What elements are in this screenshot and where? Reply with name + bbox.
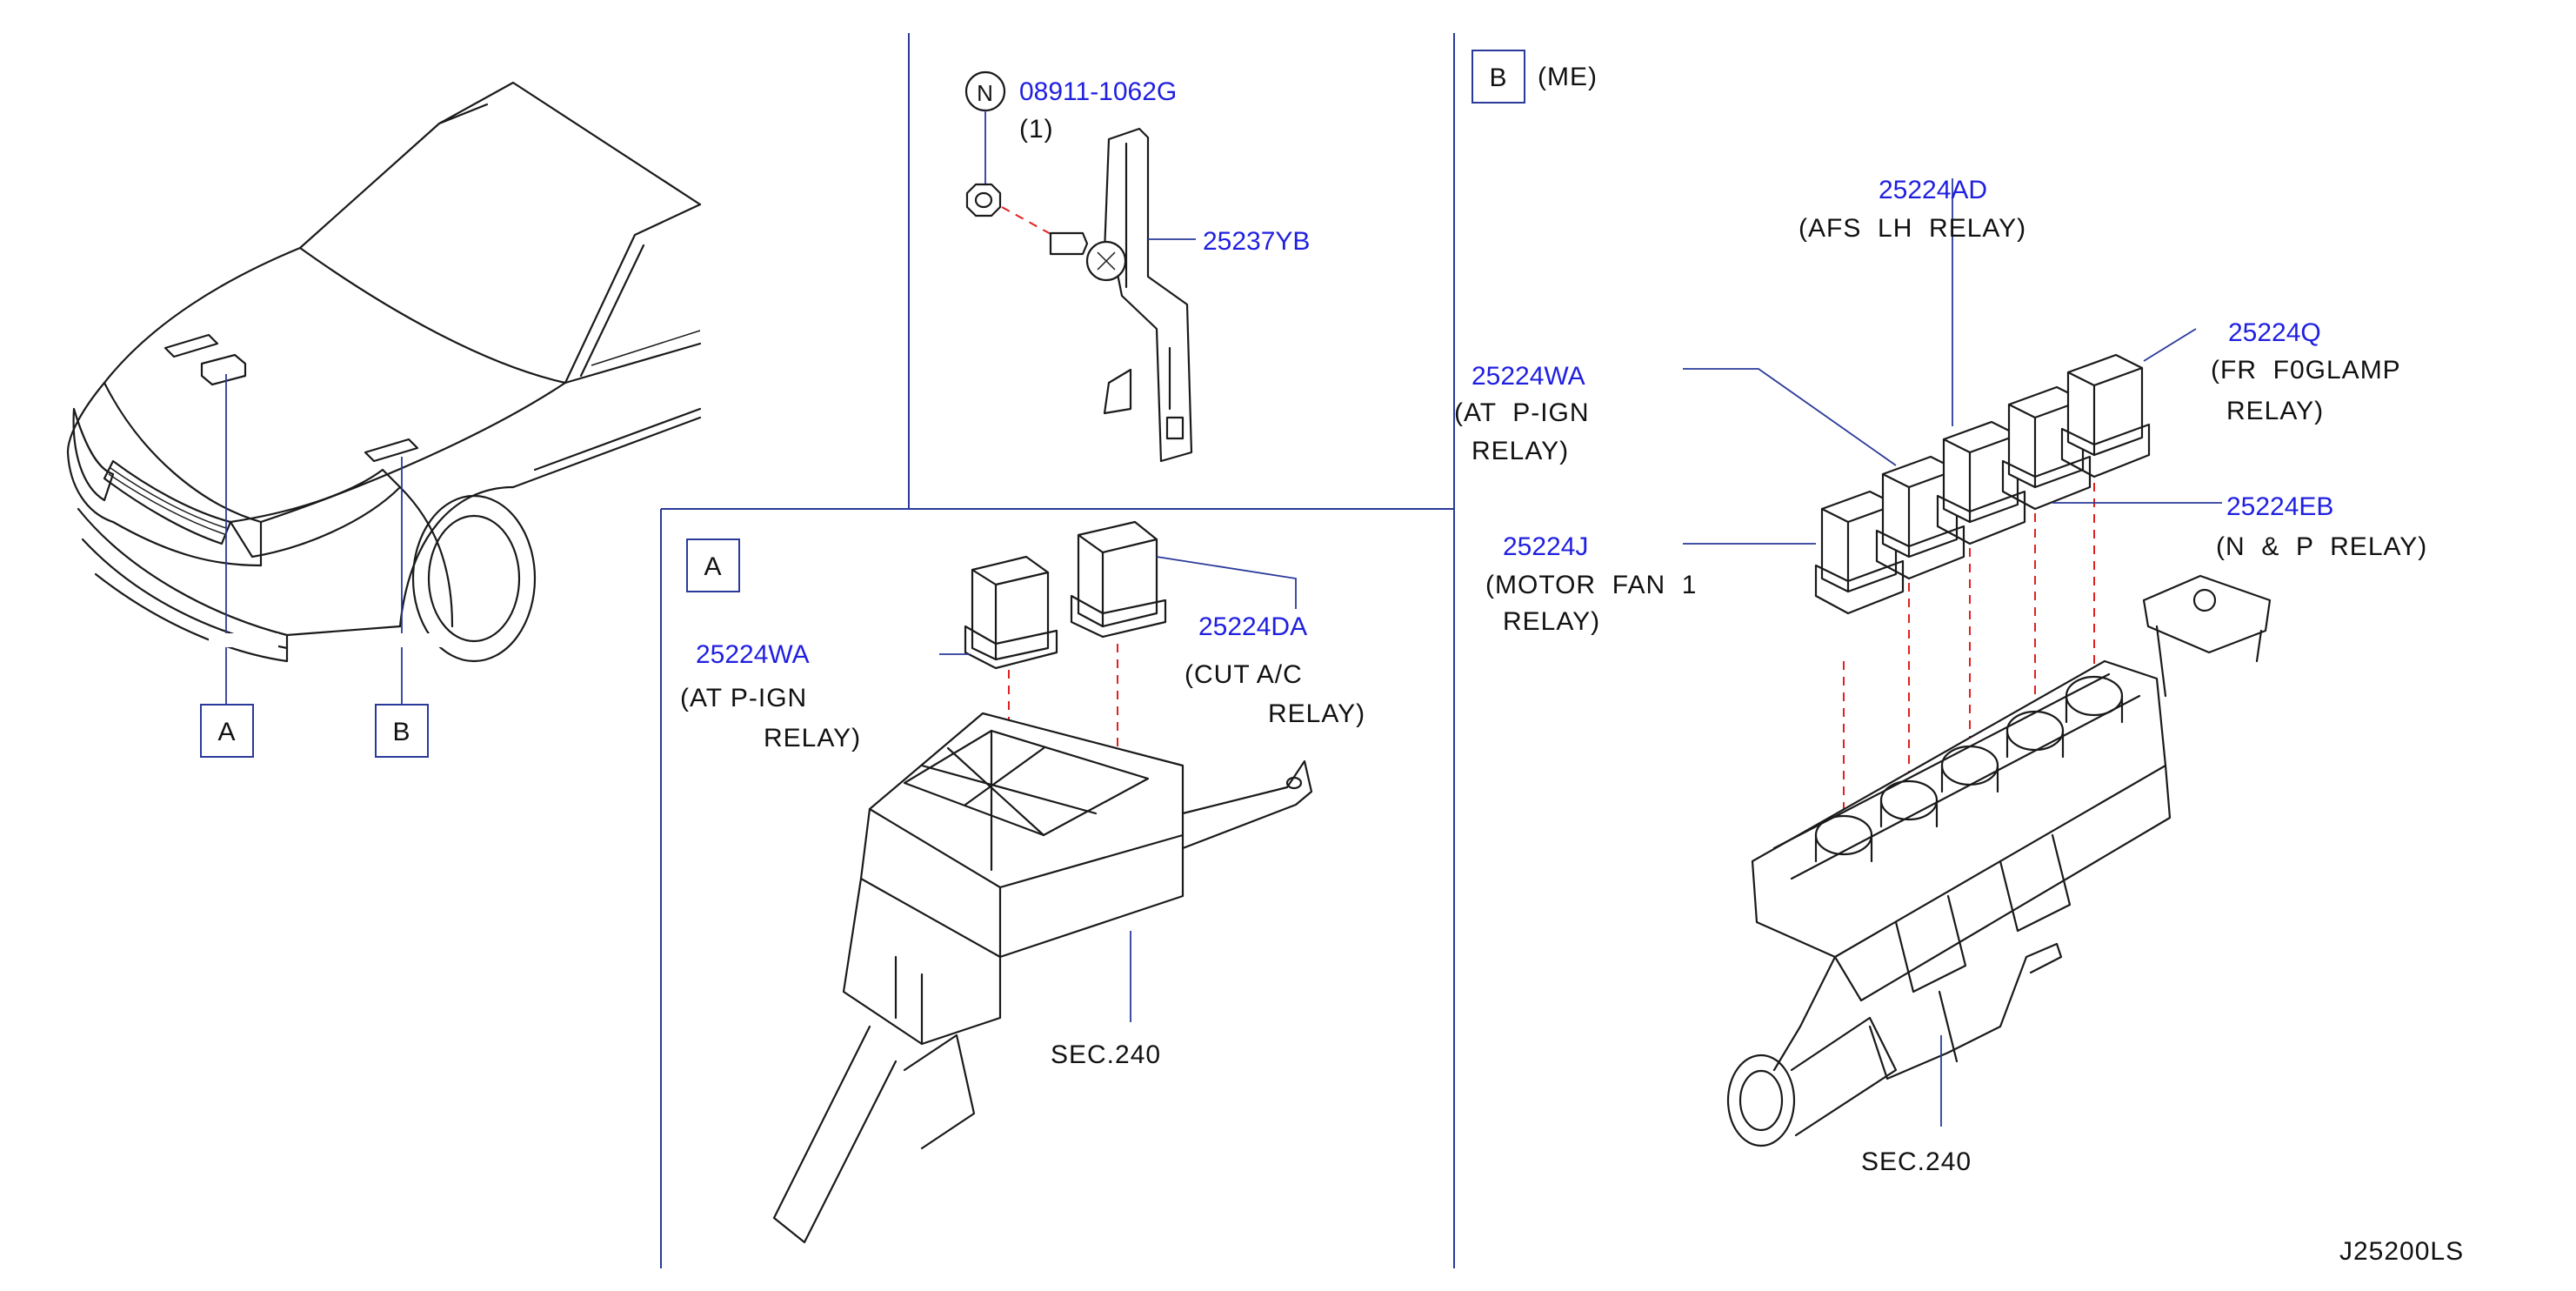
overview-tag-a[interactable]: A <box>200 704 254 758</box>
view-a-section-ref[interactable]: SEC.240 <box>1051 1040 1161 1069</box>
vehicle-overview <box>66 81 702 705</box>
view-a-tag: A <box>686 538 740 592</box>
view-b-relay-j-desc-line1: (MOTOR FAN 1 <box>1485 571 1697 599</box>
view-b-relay-1 <box>1814 490 1905 615</box>
view-a-relay-left <box>964 555 1058 670</box>
view-b-relay-5 <box>2060 353 2151 478</box>
view-b-relay-ad-part-number[interactable]: 25224AD <box>1879 176 1987 204</box>
nut-part-number[interactable]: 08911-1062G <box>1019 77 1177 106</box>
view-b-relay-j-part-number[interactable]: 25224J <box>1503 532 1588 561</box>
bracket-part-number[interactable]: 25237YB <box>1203 227 1310 256</box>
frame-dividers <box>660 33 1455 1268</box>
view-a-right-part-number[interactable]: 25224DA <box>1198 612 1307 641</box>
nut-symbol-n: N <box>964 70 1006 112</box>
nut-symbol-label: N <box>977 80 994 106</box>
view-a-relay-right <box>1070 520 1167 639</box>
view-b-relay-eb-desc: (N & P RELAY) <box>2216 532 2427 561</box>
view-b-relay-wa-part-number[interactable]: 25224WA <box>1472 362 1585 391</box>
view-b-relay-ad-desc: (AFS LH RELAY) <box>1799 214 2026 243</box>
view-b-relay-q-desc-line1: (FR F0GLAMP <box>2211 356 2401 385</box>
overview-tag-a-label: A <box>217 718 236 746</box>
view-a-relay-box <box>772 712 1313 1244</box>
view-a-tag-label: A <box>704 552 722 581</box>
view-a-left-desc-line2: RELAY) <box>764 724 861 753</box>
view-b-tag-label: B <box>1489 64 1507 92</box>
view-b-relay-wa-desc-line1: (AT P-IGN <box>1454 398 1590 427</box>
view-b-tag: B <box>1472 50 1525 104</box>
overview-tag-b-label: B <box>392 718 410 746</box>
view-b-relay-j-desc-line2: RELAY) <box>1503 607 1600 636</box>
view-b: B <box>1472 50 2272 1147</box>
view-b-relay-eb-part-number[interactable]: 25224EB <box>2226 492 2333 521</box>
view-b-relay-2 <box>1875 455 1965 580</box>
view-b-relay-q-part-number[interactable]: 25224Q <box>2228 318 2321 347</box>
drawing-id: J25200LS <box>2339 1237 2464 1266</box>
view-a: A <box>686 520 1313 1244</box>
view-b-relay-box <box>1726 574 2272 1147</box>
view-b-relay-q-desc-line2: RELAY) <box>2226 397 2324 425</box>
view-a-left-part-number[interactable]: 25224WA <box>696 640 810 669</box>
view-b-qualifier: (ME) <box>1538 63 1598 91</box>
bracket-drawing <box>1049 127 1193 463</box>
view-b-section-ref[interactable]: SEC.240 <box>1861 1147 1972 1176</box>
nut-quantity: (1) <box>1019 115 1054 144</box>
view-a-right-desc-line2: RELAY) <box>1268 699 1365 728</box>
nut-drawing <box>965 183 1002 217</box>
view-a-right-desc-line1: (CUT A/C <box>1185 660 1303 689</box>
view-b-relay-3 <box>1936 420 2026 545</box>
top-detail: N 08911-1062G (1) 25237YB <box>964 70 1310 463</box>
view-a-left-desc-line1: (AT P-IGN <box>680 684 807 712</box>
overview-tag-b[interactable]: B <box>375 704 429 758</box>
view-b-relay-wa-desc-line2: RELAY) <box>1472 437 1569 465</box>
